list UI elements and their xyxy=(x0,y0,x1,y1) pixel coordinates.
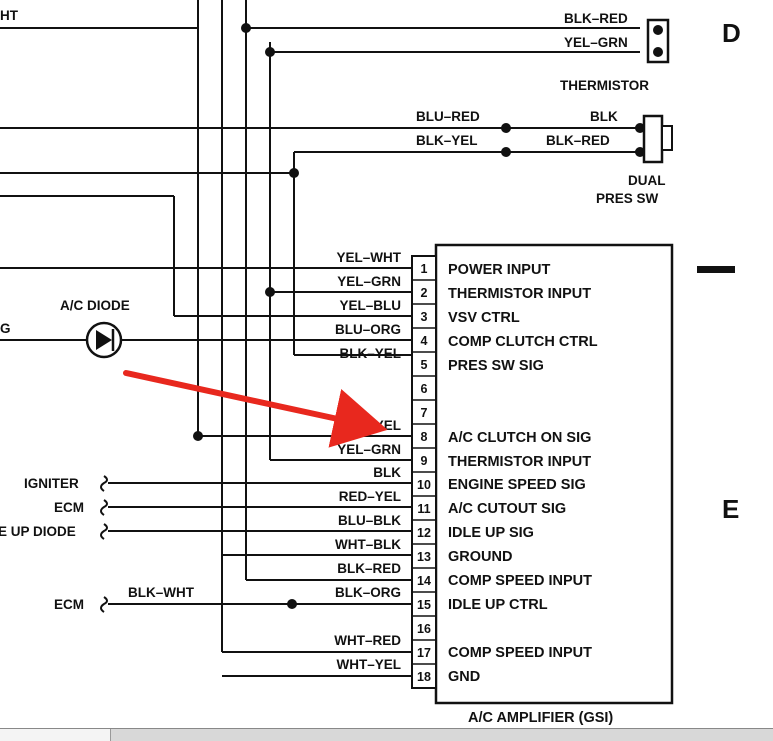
pin-function: A/C CUTOUT SIG xyxy=(448,501,566,517)
amplifier-box xyxy=(434,243,674,705)
page-bottom-edge-tab xyxy=(0,729,111,741)
pin-number: 1 xyxy=(421,262,428,276)
dual-pres-sw-connector xyxy=(642,114,673,164)
pin-function: POWER INPUT xyxy=(448,262,550,278)
pin-wire-label: BLU–ORG xyxy=(335,322,401,337)
pin-function: VSV CTRL xyxy=(448,310,520,326)
connector-label-igniter: IGNITER xyxy=(24,476,79,491)
pin-row-11: RED–YEL 11 A/C CUTOUT SIG xyxy=(339,489,566,517)
pin-wire-label: RED–YEL xyxy=(339,489,401,504)
pin-row-14: BLK–RED 14 COMP SPEED INPUT xyxy=(337,561,592,589)
pin-row-4: BLU–ORG 4 COMP CLUTCH CTRL xyxy=(335,322,598,350)
pin-number: 18 xyxy=(417,670,431,684)
pin-row-16: 16 xyxy=(417,622,431,636)
pin-row-12: BLU–BLK 12 IDLE UP SIG xyxy=(338,513,534,541)
pin-function: ENGINE SPEED SIG xyxy=(448,477,586,493)
pin-wire-label: BLK–ORG xyxy=(335,585,401,600)
ac-diode-symbol xyxy=(85,321,123,359)
pin-wire-label: BLU–BLK xyxy=(338,513,401,528)
pin-wire-label: BLK xyxy=(373,465,401,480)
wire-label-pres-right-2: BLK–RED xyxy=(546,133,610,148)
pin-number: 3 xyxy=(421,310,428,324)
pin-row-18: WHT–YEL 18 GND xyxy=(336,657,480,685)
splice-points xyxy=(193,23,645,609)
marker-bar xyxy=(697,266,735,273)
pin-row-10: BLK 10 ENGINE SPEED SIG xyxy=(373,465,586,493)
pin-number: 4 xyxy=(421,334,428,348)
pin-row-1: YEL–WHT 1 POWER INPUT xyxy=(336,250,550,278)
pin-wire-label: WHT–BLK xyxy=(335,537,401,552)
pin-wire-label: YEL–WHT xyxy=(336,250,401,265)
wire-bundle xyxy=(0,0,640,677)
pin-number: 11 xyxy=(417,502,430,516)
connector-hooks xyxy=(100,475,108,613)
pin-wire-label: WHT–YEL xyxy=(336,657,401,672)
pin-number: 12 xyxy=(417,526,431,540)
pin-function: THERMISTOR INPUT xyxy=(448,286,591,302)
thermistor-label: THERMISTOR xyxy=(560,78,649,93)
pin-number: 17 xyxy=(417,646,431,660)
dual-pres-sw-label-1: DUAL xyxy=(628,173,666,188)
pin-number: 13 xyxy=(417,550,431,564)
wire-label-pres-right-1: BLK xyxy=(590,109,618,124)
connector-label-ecm-2: ECM xyxy=(54,597,84,612)
page-bottom-edge xyxy=(0,728,773,741)
pin-number: 5 xyxy=(421,358,428,372)
pin-function: PRES SW SIG xyxy=(448,358,544,374)
pin-function: COMP CLUTCH CTRL xyxy=(448,334,598,350)
pin-wire-label: YEL–GRN xyxy=(337,274,401,289)
wire-label-pres-left-1: BLU–RED xyxy=(416,109,480,124)
pin-row-2: YEL–GRN 2 THERMISTOR INPUT xyxy=(337,274,591,302)
pin-number: 6 xyxy=(421,382,428,396)
wire-label-thermistor-2: YEL–GRN xyxy=(564,35,628,50)
connector-label-ecm: ECM xyxy=(54,500,84,515)
pin-wire-label: WHT–RED xyxy=(334,633,401,648)
pin-function: GND xyxy=(448,669,480,685)
pin-function: COMP SPEED INPUT xyxy=(448,573,592,589)
pin-function: IDLE UP CTRL xyxy=(448,597,548,613)
pin-row-15: BLK–ORG 15 IDLE UP CTRL xyxy=(335,585,548,613)
pin-number: 14 xyxy=(417,574,431,588)
wire-label-ecm-blk-wht: BLK–WHT xyxy=(128,585,195,600)
pin-wire-label: BLK–YEL xyxy=(339,346,401,361)
pin-dividers xyxy=(412,279,436,665)
annotation-arrow xyxy=(123,370,388,448)
left-fragment-g: G xyxy=(0,321,11,336)
pin-number: 10 xyxy=(417,478,431,492)
pin-number: 15 xyxy=(417,598,431,612)
connector-label-idle-up-diode: E UP DIODE xyxy=(0,524,76,539)
pin-row-7: 7 xyxy=(421,406,428,420)
amplifier-label: A/C AMPLIFIER (GSI) xyxy=(468,710,613,726)
pin-row-5: BLK–YEL 5 PRES SW SIG xyxy=(339,346,543,374)
pin-wire-label: YEL–GRN xyxy=(337,442,401,457)
pin-wire-label: BLK–RED xyxy=(337,561,401,576)
pin-number: 9 xyxy=(421,454,428,468)
pin-wire-label: YEL–BLU xyxy=(339,298,401,313)
pin-row-3: YEL–BLU 3 VSV CTRL xyxy=(339,298,519,326)
pin-row-6: 6 xyxy=(421,382,428,396)
pin-function: IDLE UP SIG xyxy=(448,525,534,541)
wire-label-pres-left-2: BLK–YEL xyxy=(416,133,478,148)
pin-number: 7 xyxy=(421,406,428,420)
pin-function: GROUND xyxy=(448,549,512,565)
pin-row-13: WHT–BLK 13 GROUND xyxy=(335,537,512,565)
pin-row-17: WHT–RED 17 COMP SPEED INPUT xyxy=(334,633,592,661)
pin-number: 8 xyxy=(421,430,428,444)
pin-function: THERMISTOR INPUT xyxy=(448,454,591,470)
pin-number: 2 xyxy=(421,286,428,300)
section-label-e: E xyxy=(722,494,739,524)
pin-function: A/C CLUTCH ON SIG xyxy=(448,430,591,446)
pin-number: 16 xyxy=(417,622,431,636)
ac-diode-label: A/C DIODE xyxy=(60,298,130,313)
thermistor-connector xyxy=(646,18,670,64)
dual-pres-sw-label-2: PRES SW xyxy=(596,191,659,206)
left-fragment-wht: HT xyxy=(0,8,19,23)
section-label-d: D xyxy=(722,18,741,48)
pin-function: COMP SPEED INPUT xyxy=(448,645,592,661)
wire-label-thermistor-1: BLK–RED xyxy=(564,11,628,26)
